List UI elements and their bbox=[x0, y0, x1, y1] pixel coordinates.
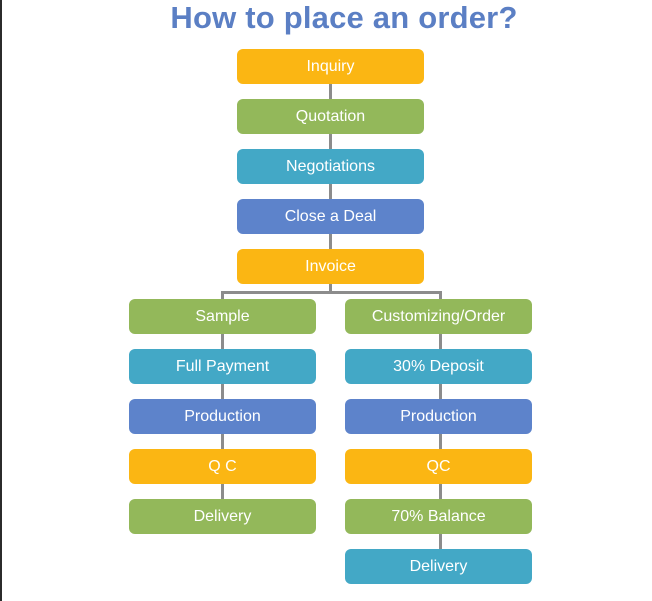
branch-connector bbox=[221, 291, 442, 294]
connector bbox=[439, 434, 442, 449]
connector bbox=[329, 284, 332, 292]
connector bbox=[439, 334, 442, 349]
step-customizing-order[interactable]: Customizing/Order bbox=[345, 299, 532, 334]
connector bbox=[221, 334, 224, 349]
step-close-a-deal[interactable]: Close a Deal bbox=[237, 199, 424, 234]
step-qc-left[interactable]: Q C bbox=[129, 449, 316, 484]
connector bbox=[329, 84, 332, 99]
connector bbox=[439, 534, 442, 549]
step-30-deposit[interactable]: 30% Deposit bbox=[345, 349, 532, 384]
step-sample[interactable]: Sample bbox=[129, 299, 316, 334]
step-70-balance[interactable]: 70% Balance bbox=[345, 499, 532, 534]
step-inquiry[interactable]: Inquiry bbox=[237, 49, 424, 84]
step-full-payment[interactable]: Full Payment bbox=[129, 349, 316, 384]
left-border bbox=[0, 0, 2, 601]
step-quotation[interactable]: Quotation bbox=[237, 99, 424, 134]
step-production-right[interactable]: Production bbox=[345, 399, 532, 434]
connector bbox=[329, 184, 332, 199]
connector bbox=[221, 291, 224, 299]
connector bbox=[439, 384, 442, 399]
connector bbox=[439, 291, 442, 299]
step-invoice[interactable]: Invoice bbox=[237, 249, 424, 284]
step-delivery-left[interactable]: Delivery bbox=[129, 499, 316, 534]
connector bbox=[439, 484, 442, 499]
page-title: How to place an order? bbox=[170, 0, 518, 35]
step-delivery-right[interactable]: Delivery bbox=[345, 549, 532, 584]
connector bbox=[329, 234, 332, 249]
connector bbox=[221, 384, 224, 399]
step-production-left[interactable]: Production bbox=[129, 399, 316, 434]
connector bbox=[221, 434, 224, 449]
step-qc-right[interactable]: QC bbox=[345, 449, 532, 484]
connector bbox=[329, 134, 332, 149]
step-negotiations[interactable]: Negotiations bbox=[237, 149, 424, 184]
connector bbox=[221, 484, 224, 499]
